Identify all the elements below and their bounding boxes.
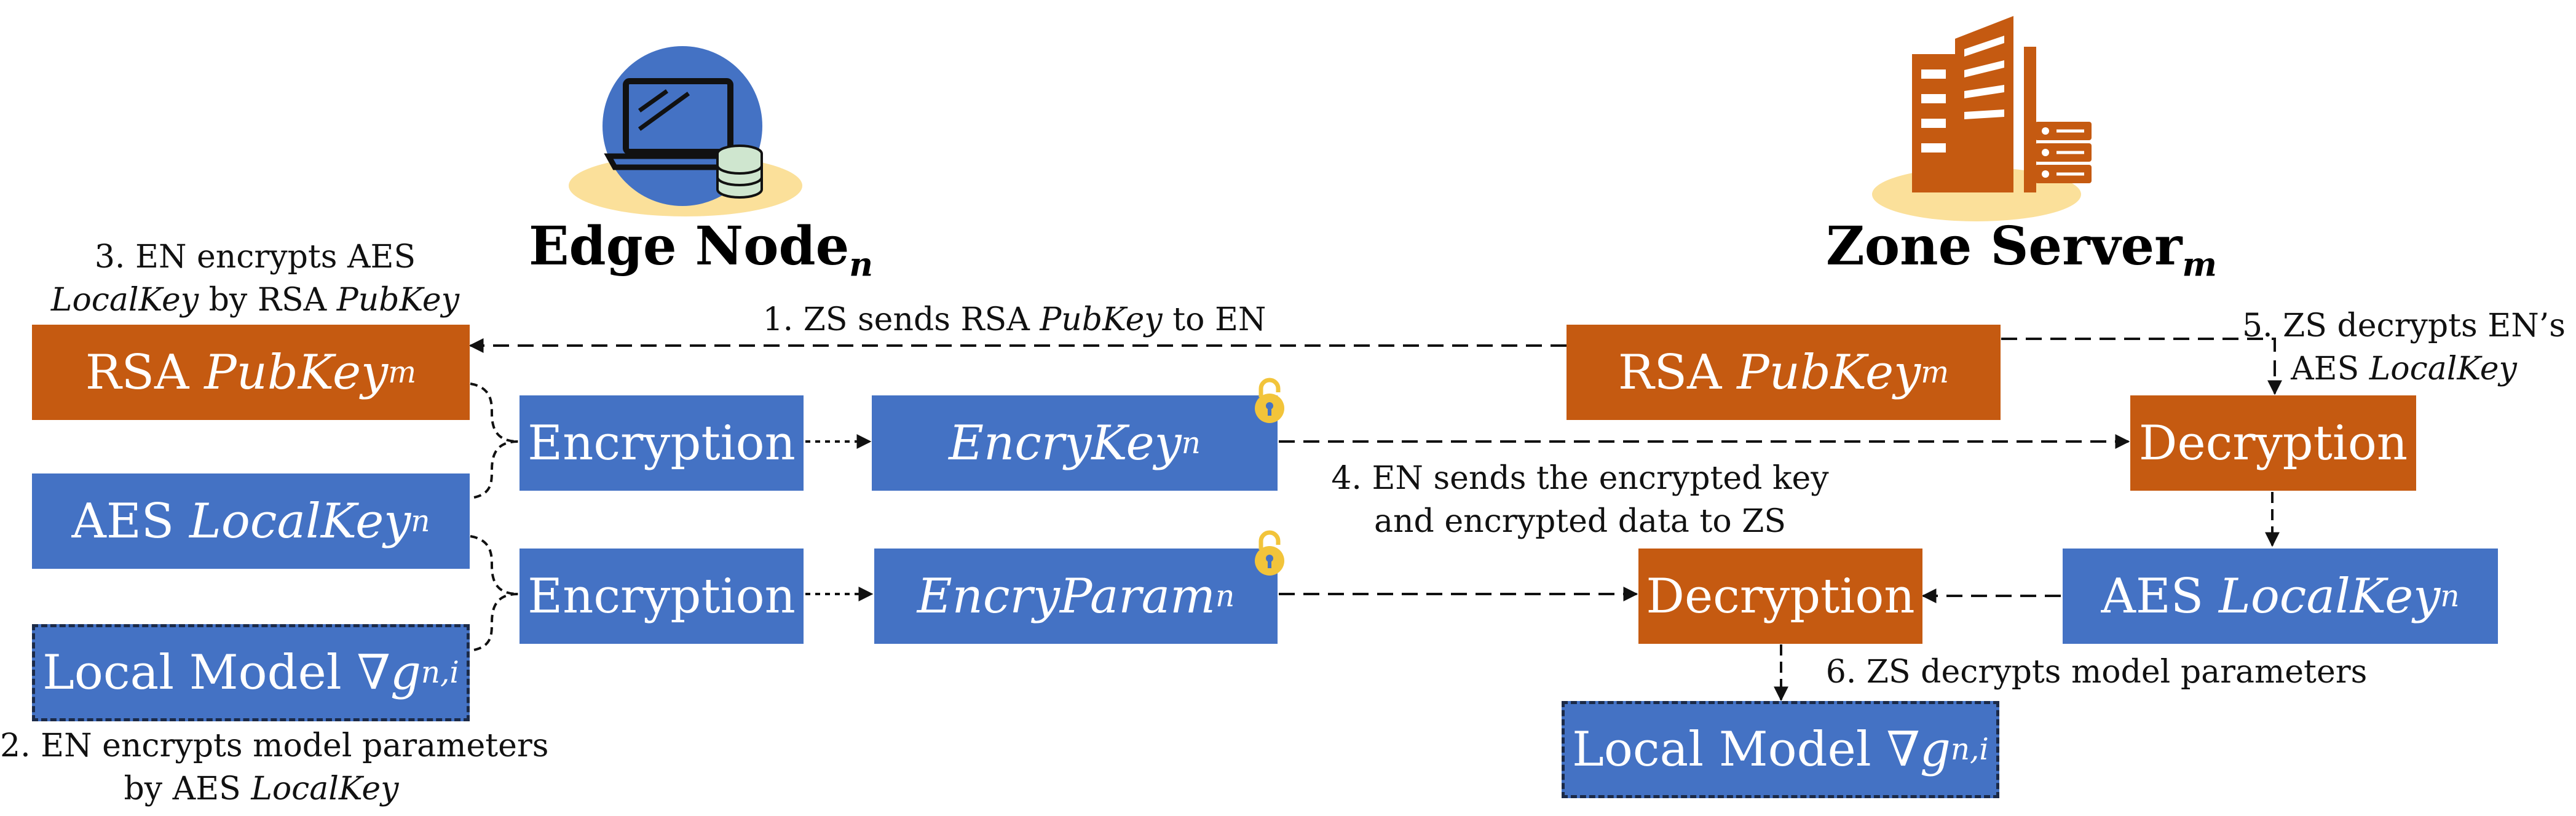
step-6-label: 6. ZS decrypts model parameters [1825,654,2368,691]
step-3-label: 3. EN encrypts AES LocalKey by RSA PubKe… [50,239,460,319]
step-5-label: 5. ZS decrypts EN’s AES LocalKey [2242,307,2566,387]
step-2-label: 2. EN encrypts model parameters by AES L… [0,727,549,807]
laptop-database-icon [569,46,802,216]
encryption-box-2: Encryption [520,549,804,644]
decryption-box-2: Decryption [1638,549,1922,644]
office-building-server-icon [1872,16,2092,221]
edge-pubkey-to-decryption [2001,338,2282,395]
brace-bottom [470,535,519,652]
decryption-box-1: Decryption [2130,395,2416,491]
unlocked-padlock-icon [1255,530,1284,576]
encryption-box-1: Encryption [520,395,804,491]
edge-node-title: Edge Noden [529,215,874,284]
unlocked-padlock-icon [1255,378,1284,423]
step-4-label: 4. EN sends the encrypted key and encryp… [1331,460,1829,540]
zone-server-title: Zone Serverm [1826,215,2217,284]
step-1-label: 1. ZS sends RSA PubKey to EN [762,301,1266,338]
brace-top [470,382,519,499]
